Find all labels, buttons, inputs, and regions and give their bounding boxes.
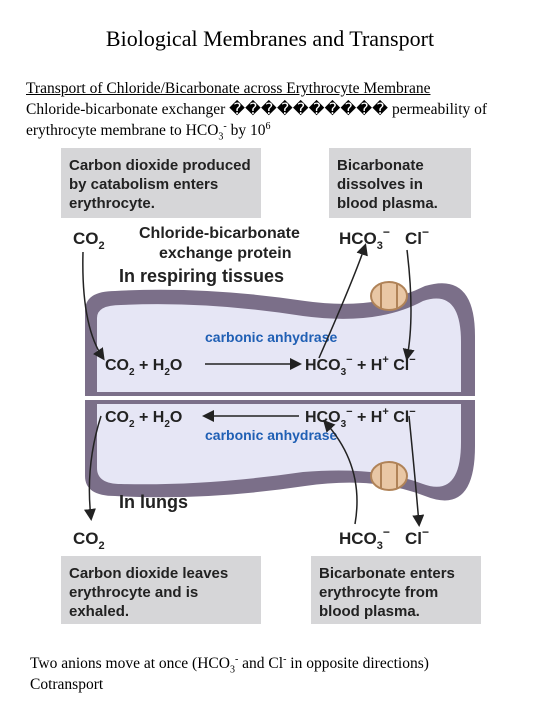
footer-text-b: and Cl bbox=[238, 655, 284, 673]
exchange-label-2: exchange protein bbox=[159, 245, 291, 262]
co2-top: CO2 bbox=[73, 229, 105, 252]
box-tr-line1: Bicarbonate bbox=[337, 157, 424, 174]
equation-top-left: CO2 + H2O bbox=[105, 357, 182, 378]
box-tr-line3: blood plasma. bbox=[337, 195, 438, 212]
cl-top: Cl− bbox=[405, 225, 429, 248]
hco3-bottom: HCO3− bbox=[339, 525, 390, 552]
lungs-label: In lungs bbox=[119, 492, 188, 512]
footer-sup: - bbox=[234, 654, 239, 665]
box-bottom-right bbox=[311, 556, 481, 624]
footer-line-2: Cotransport bbox=[30, 676, 104, 693]
exchanger-line: Chloride-bicarbonate exchanger ���������… bbox=[26, 100, 487, 119]
carbonic-anhydrase-top: carbonic anhydrase bbox=[205, 329, 337, 345]
footer-text-a: Two anions move at once (HCO bbox=[30, 655, 230, 673]
box-br-line2: erythrocyte from bbox=[319, 584, 438, 601]
footer-text-c: in opposite directions) bbox=[286, 655, 429, 673]
exchange-protein-bottom bbox=[370, 461, 408, 491]
exchange-protein-top bbox=[370, 281, 408, 311]
sup-minus: - bbox=[223, 121, 227, 132]
exchange-label-1: Chloride-bicarbonate bbox=[139, 225, 300, 242]
garbled-glyphs: ���������� bbox=[229, 101, 389, 118]
upper-cell-interior bbox=[97, 298, 461, 392]
box-top-right bbox=[329, 148, 471, 218]
footer-line-1: Two anions move at once (HCO3- and Cl- i… bbox=[30, 654, 429, 675]
sub-3: 3 bbox=[218, 131, 224, 143]
box-bl-line1: Carbon dioxide leaves bbox=[69, 565, 228, 582]
box-br-line1: Bicarbonate enters bbox=[319, 565, 455, 582]
footer-sub: 3 bbox=[229, 664, 235, 676]
carbonic-anhydrase-bottom: carbonic anhydrase bbox=[205, 427, 337, 443]
membrane-figure: Carbon dioxide produced by catabolism en… bbox=[55, 146, 495, 626]
box-top-left bbox=[61, 148, 261, 218]
box-tl-line1: Carbon dioxide produced bbox=[69, 157, 251, 174]
box-tl-line2: by catabolism enters bbox=[69, 176, 218, 193]
co2-bottom: CO2 bbox=[73, 529, 105, 552]
membrane-text: erythrocyte membrane to HCO bbox=[26, 122, 219, 140]
equation-bottom-left: CO2 + H2O bbox=[105, 409, 182, 430]
box-bl-line2: erythrocyte and is bbox=[69, 584, 198, 601]
box-tl-line3: erythrocyte. bbox=[69, 195, 155, 212]
box-bl-line3: exhaled. bbox=[69, 603, 129, 620]
equation-bottom-right: HCO3− + H+ Cl− bbox=[305, 406, 416, 430]
erythrocyte-line: erythrocyte membrane to HCO3- by 106 bbox=[26, 121, 271, 142]
respiring-label: In respiring tissues bbox=[119, 266, 284, 286]
by-text: by 10 bbox=[226, 122, 266, 140]
cl-bottom: Cl− bbox=[405, 525, 429, 548]
equation-top-right: HCO3− + H+ Cl− bbox=[305, 354, 416, 378]
box-bottom-left bbox=[61, 556, 261, 624]
permeability-text: permeability of bbox=[391, 101, 488, 118]
subtitle: Transport of Chloride/Bicarbonate across… bbox=[26, 80, 431, 97]
page-title: Biological Membranes and Transport bbox=[105, 26, 435, 51]
exponent: 6 bbox=[265, 121, 271, 132]
figure-svg: Carbon dioxide produced by catabolism en… bbox=[61, 148, 481, 624]
box-br-line3: blood plasma. bbox=[319, 603, 420, 620]
exchanger-text: Chloride-bicarbonate exchanger bbox=[26, 101, 226, 118]
lower-cell-interior bbox=[97, 404, 461, 487]
box-tr-line2: dissolves in bbox=[337, 176, 423, 193]
footer-sup2: - bbox=[283, 654, 287, 665]
